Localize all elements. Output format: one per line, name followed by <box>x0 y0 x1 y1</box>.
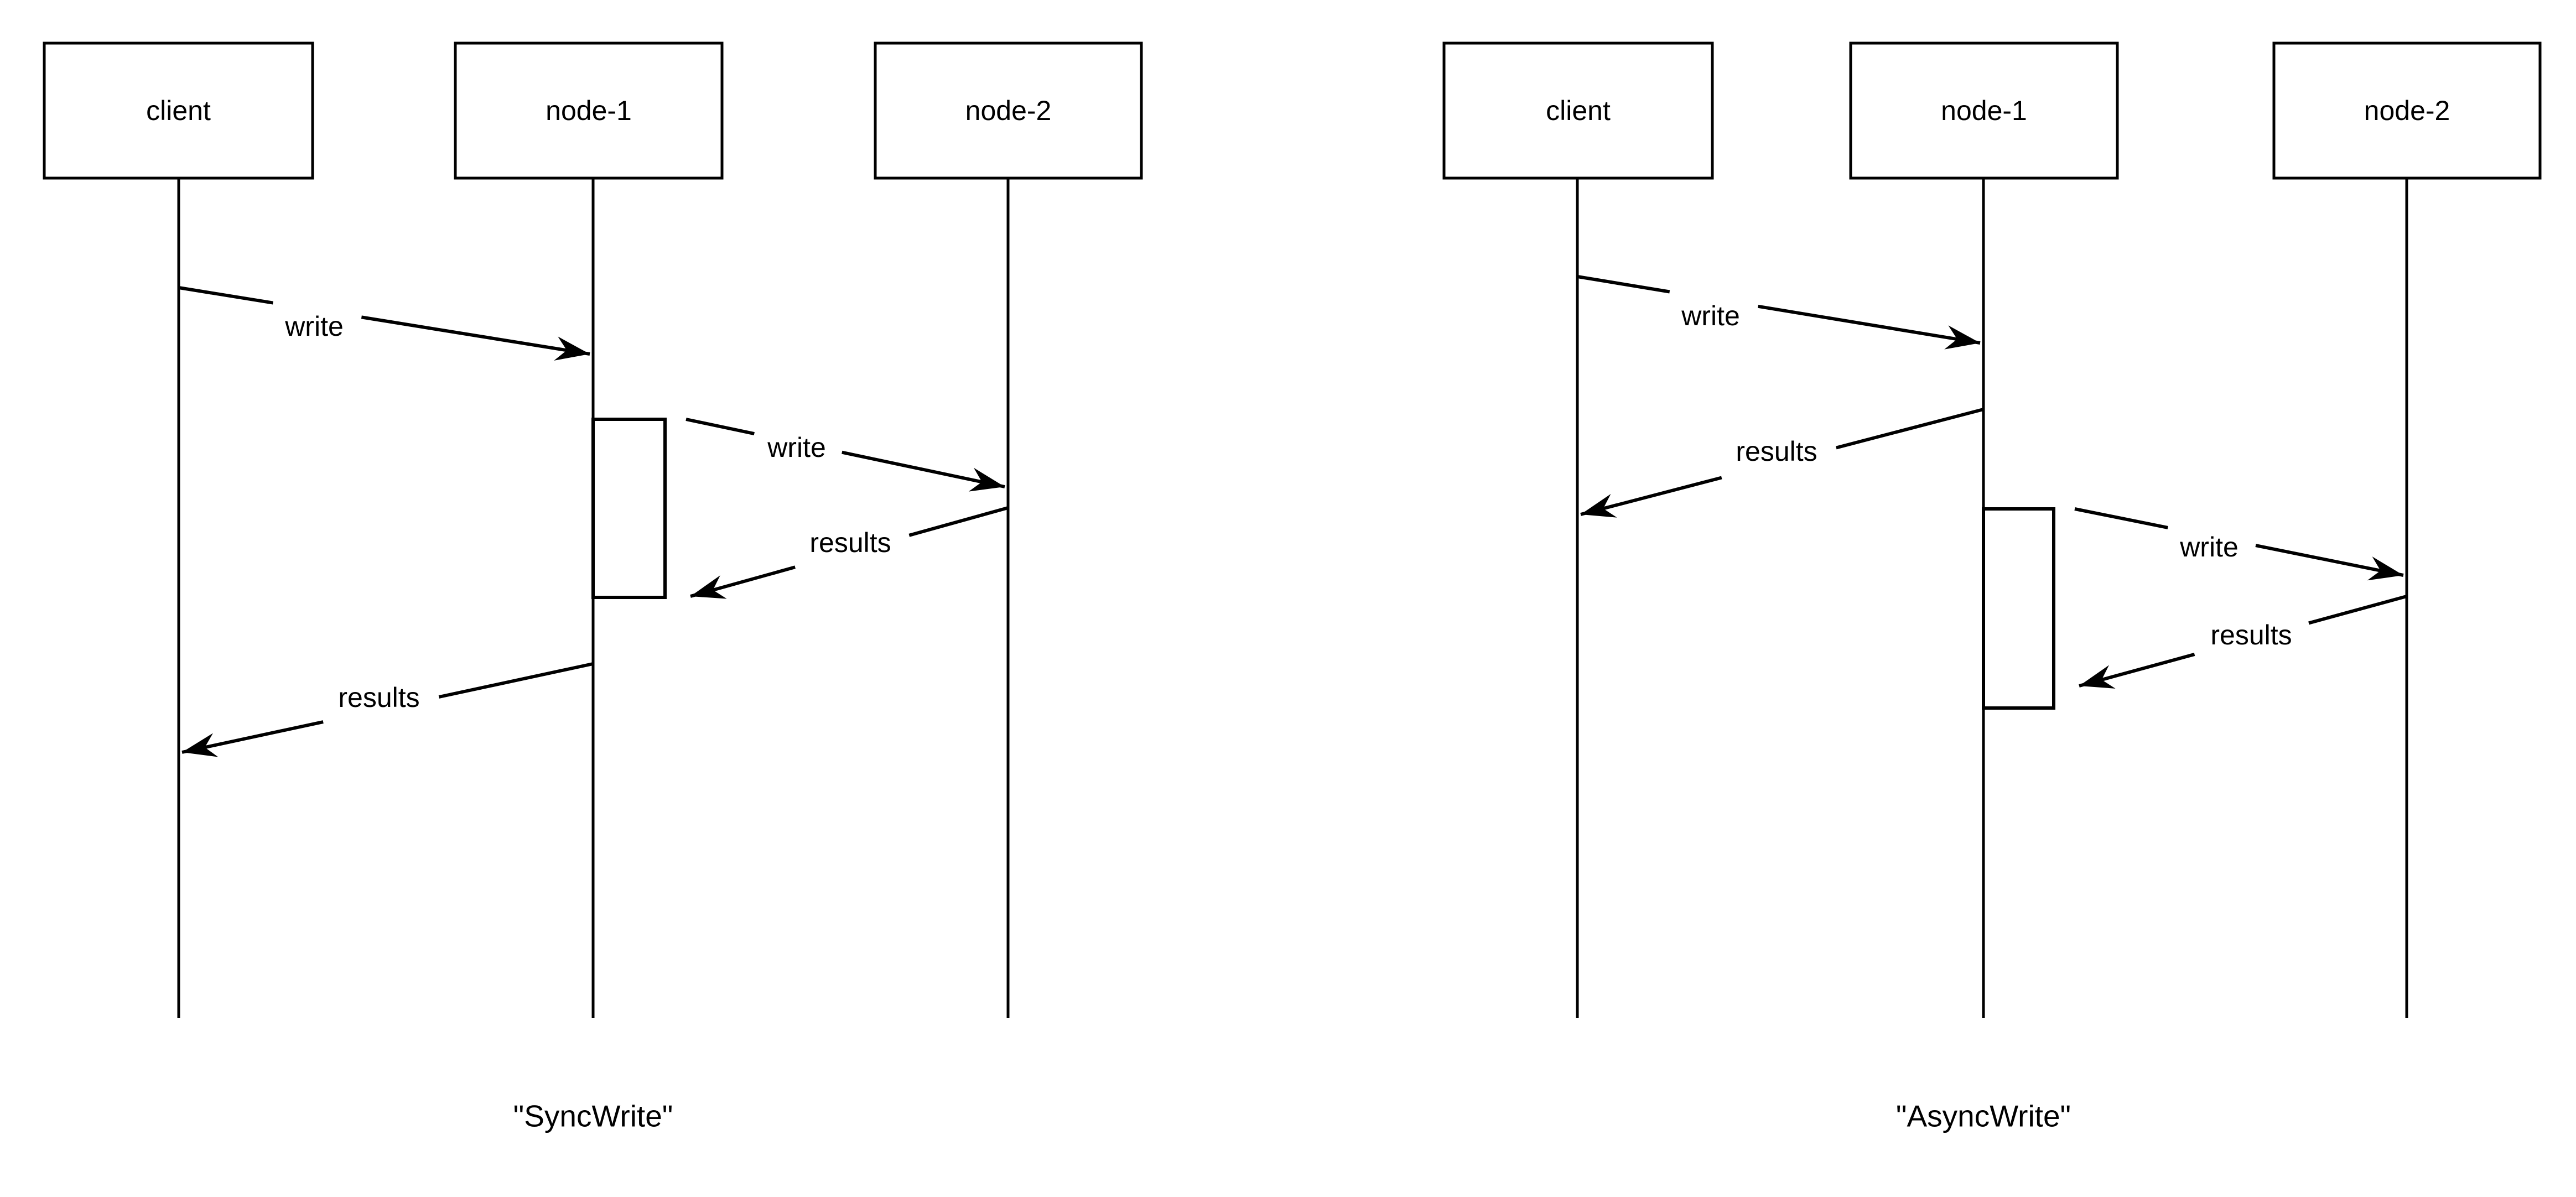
participant-label-client: client <box>1546 95 1611 126</box>
message-line-segment <box>181 720 324 754</box>
message-arrow-head <box>1581 494 1617 518</box>
participant-label-node-1: node-1 <box>546 95 632 126</box>
message-results-node-1-to-client[interactable]: results <box>1580 408 1984 518</box>
message-line-segment <box>842 450 1005 488</box>
message-arrow-head <box>554 336 590 361</box>
message-arrow-head <box>2367 556 2403 581</box>
message-line-segment <box>438 662 594 699</box>
message-line-segment <box>1580 476 1722 516</box>
message-arrow-head <box>690 575 727 599</box>
message-line-segment <box>1577 275 1670 294</box>
participant-box-node-2[interactable] <box>874 41 1143 180</box>
message-arrow-head <box>1944 325 1980 350</box>
message-label: results <box>2210 620 2292 650</box>
message-arrow-head <box>968 467 1005 492</box>
participant-label-node-2: node-2 <box>2364 95 2450 126</box>
participant-label-node-1: node-1 <box>1941 95 2027 126</box>
participant-client: client <box>43 41 314 1018</box>
message-write-node-1-to-node-2[interactable]: write <box>2074 507 2404 581</box>
participant-label-node-2: node-2 <box>965 95 1052 126</box>
participant-node-2: node-2 <box>2272 41 2542 1018</box>
message-results-node-2-to-node-1[interactable]: results <box>2079 595 2407 689</box>
diagram-async-write: client node-1 node-2 write results write resul… <box>1442 41 2542 1133</box>
message-write-client-to-node-1[interactable]: write <box>1577 275 1981 350</box>
message-label: write <box>2179 532 2239 563</box>
participant-box-node-1[interactable] <box>454 41 724 180</box>
participant-label-client: client <box>146 95 211 126</box>
message-line-segment <box>2255 544 2404 577</box>
message-label: results <box>809 527 891 558</box>
message-line-segment <box>685 418 755 436</box>
message-line-segment <box>1836 408 1984 450</box>
message-line-segment <box>2308 595 2407 625</box>
activation-bar-node-1 <box>1982 507 2055 710</box>
diagram-sync-write: client node-1 node-2 write write results resul… <box>43 41 1143 1133</box>
diagram-caption-sync-write: "SyncWrite" <box>513 1099 673 1133</box>
participant-box-node-1[interactable] <box>1849 41 2119 180</box>
participant-node-1: node-1 <box>1849 41 2119 1018</box>
message-label: results <box>1736 436 1817 467</box>
message-label: results <box>338 682 419 713</box>
participant-box-node-2[interactable] <box>2272 41 2542 180</box>
message-line-segment <box>2074 507 2168 529</box>
message-arrow-head <box>2079 665 2116 689</box>
participant-box-client[interactable] <box>43 41 314 180</box>
participant-node-1: node-1 <box>454 41 724 1018</box>
message-write-node-1-to-node-2[interactable]: write <box>685 418 1005 492</box>
participant-client: client <box>1442 41 1714 1018</box>
message-write-client-to-node-1[interactable]: write <box>178 286 590 361</box>
message-label: write <box>284 311 344 342</box>
message-arrow-head <box>182 733 219 757</box>
participant-node-2: node-2 <box>874 41 1143 1018</box>
message-label: write <box>1681 300 1740 331</box>
message-line-segment <box>908 506 1009 537</box>
message-results-node-2-to-node-1[interactable]: results <box>690 506 1009 599</box>
diagram-caption-async-write: "AsyncWrite" <box>1896 1099 2071 1133</box>
message-line-segment <box>1758 304 1981 345</box>
message-label: write <box>767 432 826 463</box>
message-results-node-1-to-client[interactable]: results <box>181 662 594 757</box>
message-line-segment <box>361 315 590 356</box>
participant-box-client[interactable] <box>1442 41 1714 180</box>
message-line-segment <box>178 286 273 305</box>
activation-bar-node-1 <box>591 418 667 599</box>
